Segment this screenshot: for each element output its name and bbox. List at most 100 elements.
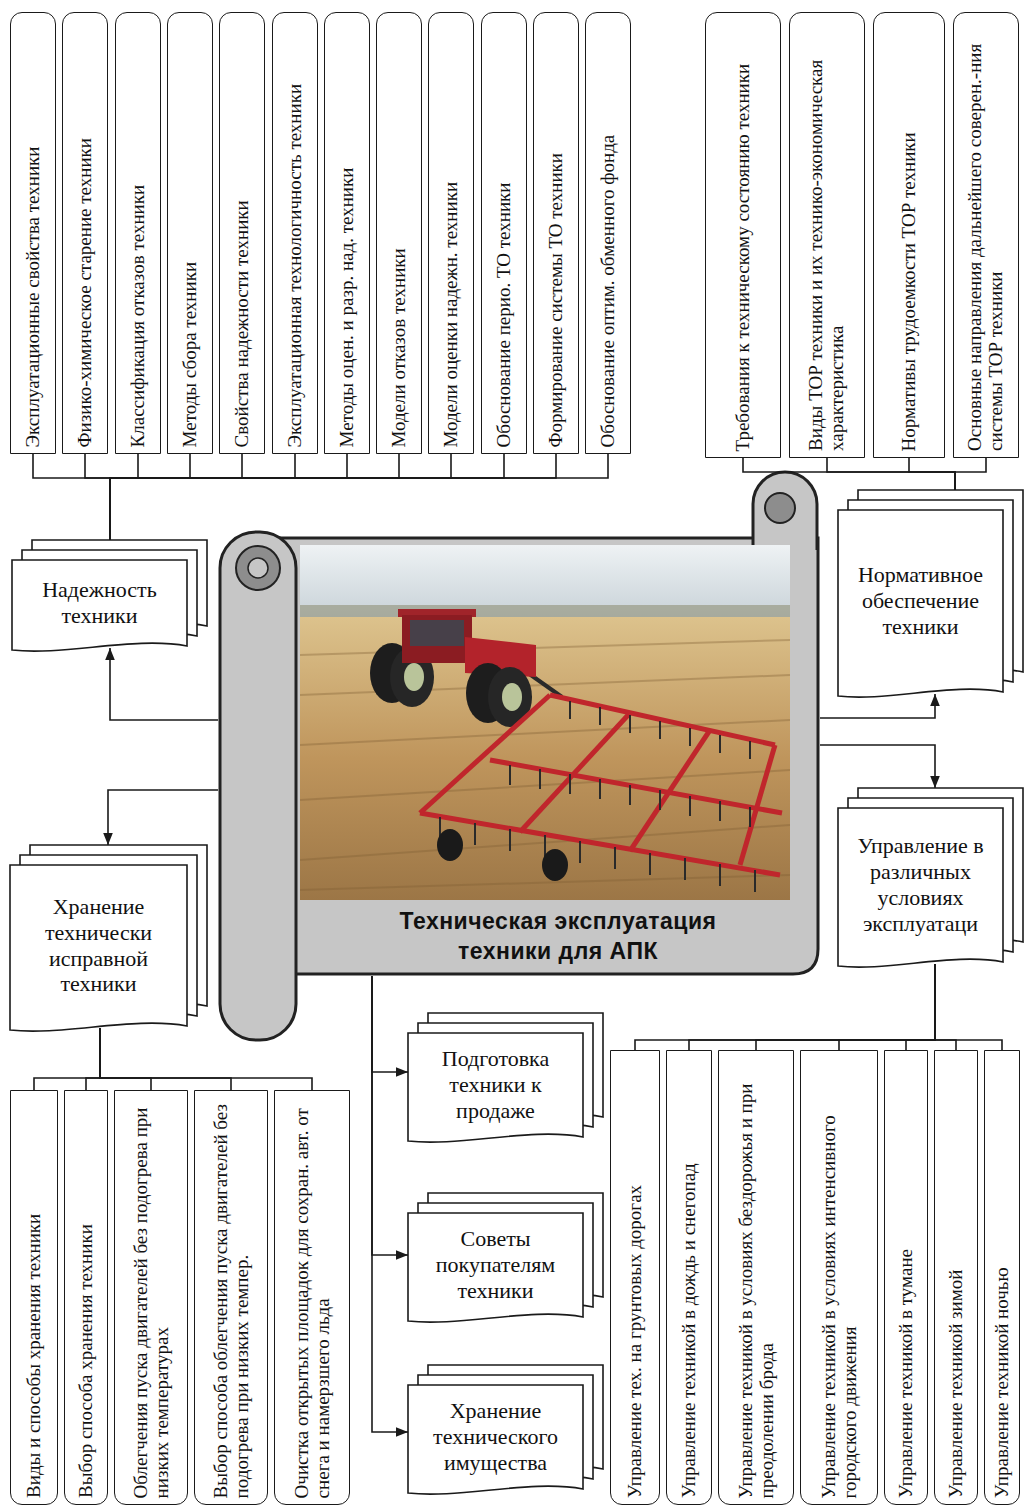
document-stack: Управление в различных условиях эксплуат…	[838, 788, 1023, 968]
node-text: Очистка открытых площадок для сохран. ав…	[291, 1097, 333, 1498]
document-page	[408, 1385, 583, 1494]
document-label: Надежность техники	[12, 560, 187, 646]
node-text: Требования к техническому состоянию техн…	[733, 19, 754, 451]
topic-box: Эксплуатационная технологичность техники	[272, 12, 318, 454]
rotated-label: Формирование системы ТО техники	[546, 19, 567, 447]
tree-line	[110, 454, 556, 540]
topic-box: Выбор способа облегчения пуска двигателе…	[194, 1090, 268, 1505]
tree-line	[110, 454, 242, 540]
document-page	[408, 1033, 583, 1142]
rotated-label: Обоснование перио. ТО техники	[494, 19, 515, 447]
tree-line	[110, 454, 347, 540]
rotated-label: Облегчения пуска двигателей без подогрев…	[130, 1097, 172, 1498]
field-photo	[300, 545, 790, 900]
node-text: Эксплуатационные свойства техники	[23, 19, 44, 447]
photo-horizon	[300, 605, 790, 619]
topic-box: Виды и способы хранения техники	[10, 1090, 58, 1505]
node-text: Виды и способы хранения техники	[24, 1097, 45, 1498]
node-text: Подготовка техники к продаже	[414, 1046, 577, 1124]
topic-box: Нормативы трудоемкости ТОР техники	[873, 12, 945, 458]
document-stack: Нормативное обеспечение техники	[838, 490, 1023, 698]
node-text: Выбор способа облегчения пуска двигателе…	[210, 1097, 252, 1498]
tree-line	[935, 964, 956, 1050]
photo-field	[300, 617, 790, 900]
node-text: Обоснование перио. ТО техники	[494, 19, 515, 447]
scroll-roll	[220, 532, 296, 1040]
rotated-label: Модели отказов техники	[389, 19, 410, 447]
tree-line	[100, 1028, 312, 1090]
caption-area: Техническая эксплуатация техники для АПК	[300, 902, 816, 972]
topic-box: Обоснование оптим. обменного фонда	[585, 12, 631, 454]
photo-cultivator	[420, 695, 782, 892]
scroll-sheet	[258, 538, 818, 974]
topic-box: Эксплуатационные свойства техники	[10, 12, 56, 454]
arrow-connector	[108, 790, 218, 845]
node-text: Методы сбора техники	[180, 19, 201, 447]
tree-line	[955, 458, 986, 490]
rotated-label: Очистка открытых площадок для сохран. ав…	[291, 1097, 333, 1498]
document-label: Нормативное обеспечение техники	[838, 510, 1003, 692]
tree-line	[935, 964, 1002, 1050]
rotated-label: Виды и способы хранения техники	[24, 1097, 45, 1498]
document-label: Хранение технически исправной техники	[10, 865, 187, 1026]
node-text: Нормативное обеспечение техники	[844, 562, 997, 640]
node-text: Управление техникой зимой	[946, 1057, 967, 1498]
scroll-outline	[218, 468, 820, 976]
rotated-label: Эксплуатационная технологичность техники	[285, 19, 306, 447]
rotated-label: Управление тех. на грунтовых дорогах	[625, 1057, 646, 1498]
node-text: Управление тех. на грунтовых дорогах	[625, 1057, 646, 1498]
rotated-label: Виды ТОР техники и их технико-экономичес…	[806, 19, 848, 451]
rotated-label: Управление техникой в условиях интенсивн…	[818, 1057, 860, 1498]
node-text: Управление техникой в условиях интенсивн…	[818, 1057, 860, 1498]
rotated-label: Управление техникой в дождь и снегопад	[679, 1057, 700, 1498]
caption-text: Техническая эксплуатация техники для АПК	[358, 907, 758, 967]
node-text: Надежность техники	[18, 577, 181, 629]
document-page	[838, 510, 1003, 697]
arrow-connector	[372, 976, 408, 1255]
node-text: Классификация отказов техники	[128, 19, 149, 447]
document-label: Подготовка техники к продаже	[408, 1033, 583, 1137]
node-text: Хранение технически исправной техники	[16, 894, 181, 998]
rotated-label: Управление техникой ночью	[992, 1057, 1013, 1498]
node-text: Модели оценки надежн. техники	[441, 19, 462, 447]
rotated-label: Основные направления дальнейшего соверен…	[965, 19, 1007, 451]
document-stack: Хранение технического имущества	[408, 1365, 603, 1495]
rotated-label: Эксплуатационные свойства техники	[23, 19, 44, 447]
document-page	[838, 808, 1003, 967]
tree-line	[100, 1028, 231, 1090]
node-text: Управление техникой в дождь и снегопад	[679, 1057, 700, 1498]
topic-box: Управление техникой в условиях бездорожь…	[718, 1050, 794, 1505]
rotated-label: Управление техникой в тумане	[896, 1057, 917, 1498]
rotated-label: Требования к техническому состоянию техн…	[733, 19, 754, 451]
rotated-label: Физико-химическое старение техники	[75, 19, 96, 447]
tree-line	[110, 454, 399, 540]
topic-box: Виды ТОР техники и их технико-экономичес…	[789, 12, 865, 458]
topic-box: Физико-химическое старение техники	[62, 12, 108, 454]
node-text: Облегчения пуска двигателей без подогрев…	[130, 1097, 172, 1498]
rotated-label: Методы сбора техники	[180, 19, 201, 447]
rotated-label: Методы оцен. и разр. над. техники	[337, 19, 358, 447]
topic-box: Формирование системы ТО техники	[533, 12, 579, 454]
tree-line	[689, 964, 935, 1050]
node-text: Выбор способа хранения техники	[76, 1097, 97, 1498]
rotated-label: Свойства надежности техники	[232, 19, 253, 447]
node-text: Хранение технического имущества	[414, 1398, 577, 1476]
document-label: Управление в различных условиях эксплуат…	[838, 808, 1003, 962]
topic-box: Модели оценки надежн. техники	[428, 12, 474, 454]
scroll-roll-end	[236, 546, 280, 590]
topic-box: Основные направления дальнейшего соверен…	[953, 12, 1019, 458]
node-text: Советы покупателям техники	[414, 1226, 577, 1304]
arrow-connector	[820, 745, 935, 788]
tree-line	[827, 458, 955, 490]
topic-box: Очистка открытых площадок для сохран. ав…	[274, 1090, 350, 1505]
document-label: Хранение технического имущества	[408, 1385, 583, 1489]
photo-sky	[300, 545, 790, 620]
arrow-connector	[372, 976, 408, 1072]
topic-box: Обоснование перио. ТО техники	[481, 12, 527, 454]
rotated-label: Модели оценки надежн. техники	[441, 19, 462, 447]
node-text: Свойства надежности техники	[232, 19, 253, 447]
tree-line	[906, 964, 935, 1050]
rotated-label: Обоснование оптим. обменного фонда	[598, 19, 619, 447]
topic-box: Управление техникой ночью	[984, 1050, 1020, 1505]
